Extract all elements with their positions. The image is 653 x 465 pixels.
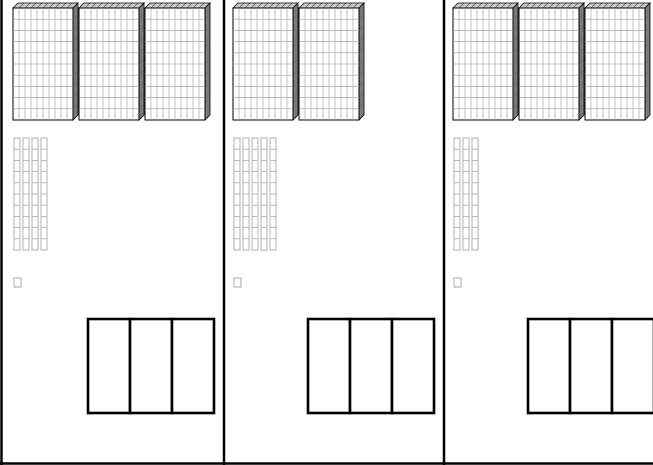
panel-2 <box>233 3 434 413</box>
ten-rod <box>234 138 240 250</box>
answer-box <box>570 319 612 413</box>
hundred-block <box>145 3 210 120</box>
ten-rod <box>243 138 249 250</box>
answer-box <box>350 319 392 413</box>
ten-rod <box>261 138 267 250</box>
answer-boxes <box>88 319 214 413</box>
answer-box <box>392 319 434 413</box>
answer-box <box>88 319 130 413</box>
hundred-block <box>233 3 298 120</box>
answer-box <box>130 319 172 413</box>
hundred-block <box>79 3 144 120</box>
answer-boxes <box>308 319 434 413</box>
answer-box <box>172 319 214 413</box>
hundred-block <box>585 3 650 120</box>
ten-rod <box>32 138 38 250</box>
answer-box <box>308 319 350 413</box>
ten-rod <box>463 138 469 250</box>
panel-1 <box>13 3 214 413</box>
ten-rod <box>472 138 478 250</box>
one-cube <box>14 278 21 287</box>
hundred-block <box>453 3 518 120</box>
ten-rod <box>252 138 258 250</box>
panel-3 <box>453 3 653 413</box>
one-cube <box>454 278 461 287</box>
answer-box <box>612 319 653 413</box>
ten-rod <box>23 138 29 250</box>
answer-box <box>528 319 570 413</box>
one-cube <box>234 278 241 287</box>
answer-boxes <box>528 319 653 413</box>
hundred-block <box>519 3 584 120</box>
ten-rod <box>270 138 276 250</box>
ten-rod <box>41 138 47 250</box>
ten-rod <box>14 138 20 250</box>
hundred-block <box>13 3 78 120</box>
ten-rod <box>454 138 460 250</box>
hundred-block <box>299 3 364 120</box>
